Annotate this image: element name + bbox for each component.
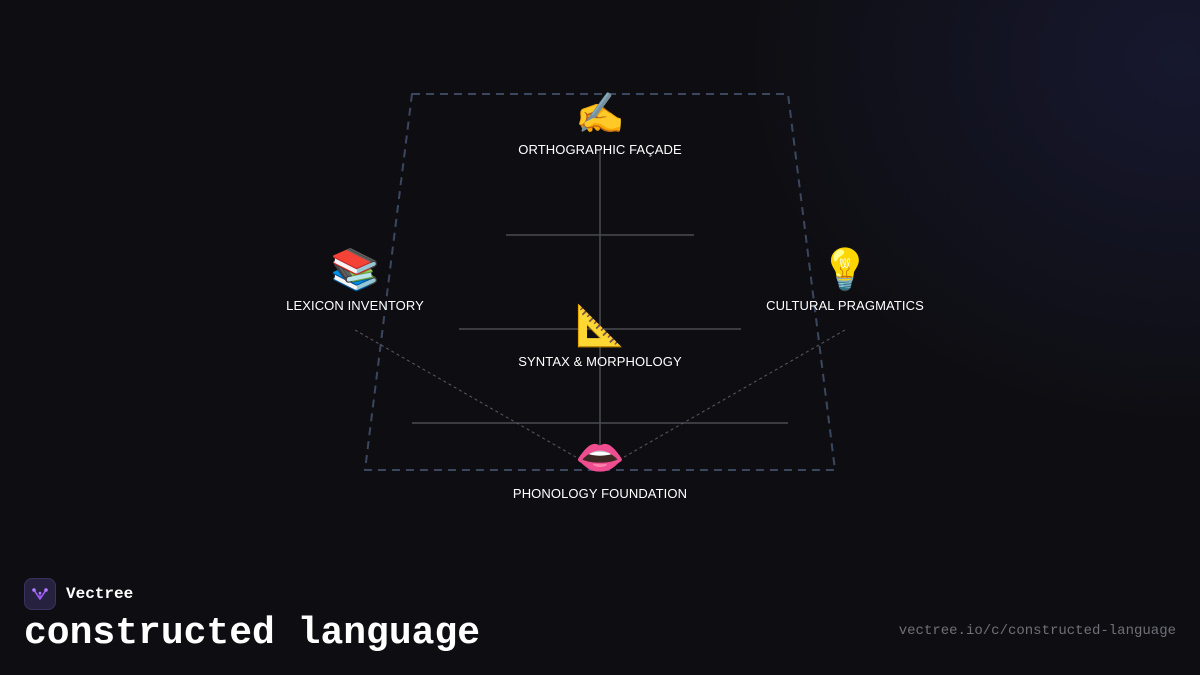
triangular-ruler-icon: 📐 — [575, 303, 625, 348]
vectree-logo-icon — [24, 578, 56, 610]
page-url[interactable]: vectree.io/c/constructed-language — [898, 623, 1176, 639]
light-bulb-icon: 💡 — [820, 247, 870, 292]
mouth-icon: 👄 — [575, 435, 625, 480]
node-pragmatics: 💡 CULTURAL PRAGMATICS — [715, 246, 975, 313]
node-phonology: 👄 PHONOLOGY FOUNDATION — [470, 434, 730, 501]
pyramid-frame — [363, 93, 837, 471]
node-orthographic: ✍️ ORTHOGRAPHIC FAÇADE — [470, 90, 730, 157]
node-syntax: 📐 SYNTAX & MORPHOLOGY — [470, 302, 730, 369]
page-title: constructed language — [24, 612, 481, 655]
brand: Vectree — [24, 577, 133, 611]
node-pragmatics-label: CULTURAL PRAGMATICS — [766, 298, 924, 313]
node-syntax-label: SYNTAX & MORPHOLOGY — [518, 354, 682, 369]
books-icon: 📚 — [330, 247, 380, 292]
node-lexicon-label: LEXICON INVENTORY — [286, 298, 424, 313]
writing-hand-icon: ✍️ — [575, 91, 625, 136]
node-lexicon: 📚 LEXICON INVENTORY — [225, 246, 485, 313]
node-orthographic-label: ORTHOGRAPHIC FAÇADE — [518, 142, 682, 157]
connector-lexicon-phonology — [354, 329, 589, 465]
node-phonology-label: PHONOLOGY FOUNDATION — [512, 486, 688, 501]
connector-pragmatics-phonology — [611, 329, 846, 465]
brand-name: Vectree — [66, 585, 134, 603]
